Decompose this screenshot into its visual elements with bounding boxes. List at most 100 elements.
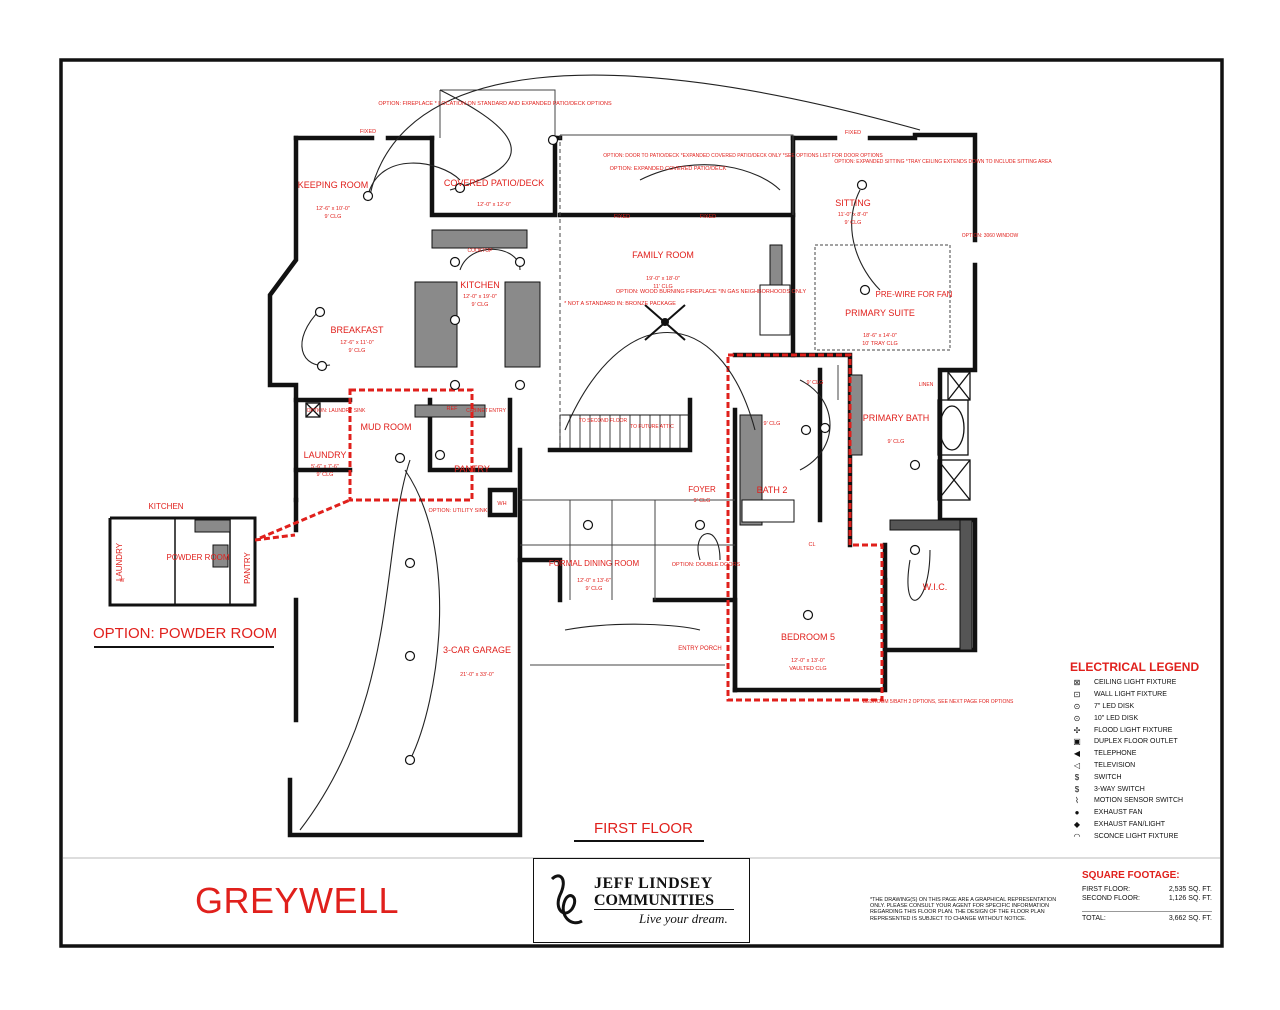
fixed-label-3: FIXED — [700, 214, 716, 220]
legend-row: ⊠CEILING LIGHT FIXTURE — [1070, 677, 1220, 689]
to-future-attic-label: TO FUTURE ATTIC — [630, 424, 674, 430]
option-sitting-note: OPTION: EXPANDED SITTING *TRAY CEILING E… — [834, 159, 1052, 165]
motion-sensor-icon: ⌇ — [1075, 796, 1079, 806]
powder-room-inset — [108, 516, 257, 607]
option-wood-fireplace-note: OPTION: WOOD BURNING FIREPLACE *IN GAS N… — [616, 289, 807, 295]
cabinet-entry-label: CABINET ENTRY — [466, 408, 506, 414]
legend-label: TELEPHONE — [1094, 750, 1137, 758]
duplex-floor-outlet-icon: ▣ — [1073, 737, 1081, 747]
logo-line1: JEFF LINDSEY — [594, 875, 713, 892]
wh-label: WH — [497, 501, 506, 507]
option-laundry-sink-note: OPTION: LAUNDRY SINK — [307, 408, 366, 414]
primary-suite-label: PRIMARY SUITE — [845, 308, 915, 318]
linen-label: LINEN — [919, 382, 934, 388]
legend-row: ◆EXHAUST FAN/LIGHT — [1070, 819, 1220, 831]
kitchen-dims: 12'-0" x 19'-0" — [463, 294, 497, 300]
fixed-label-4: FIXED — [845, 130, 861, 136]
builder-logo: JEFF LINDSEY COMMUNITIES Live your dream… — [533, 858, 750, 943]
closet-label: CL — [808, 542, 815, 548]
legend-row: ● EXHAUST FAN — [1070, 807, 1220, 819]
walls — [267, 132, 978, 838]
legend-label: EXHAUST FAN — [1094, 809, 1143, 817]
cabinetry — [414, 229, 973, 651]
fixture-symbols — [314, 134, 921, 766]
sitting-dims: 11'-0" x 8'-0" — [838, 212, 868, 218]
legend-row: ◠SCONCE LIGHT FIXTURE — [1070, 830, 1220, 842]
garage-dims: 21'-0" x 33'-0" — [460, 672, 494, 678]
powder-w-label: W — [120, 578, 125, 584]
disclaimer: *THE DRAWING(S) ON THIS PAGE ARE A GRAPH… — [870, 897, 1057, 922]
telephone-icon: ◀ — [1073, 749, 1081, 759]
primary-bath-clg: 9' CLG — [888, 439, 905, 445]
bedroom5-clg: VAULTED CLG — [789, 666, 826, 672]
legend-row: $SWITCH — [1070, 771, 1220, 783]
legend-label: 10" LED DISK — [1094, 714, 1139, 722]
bronze-note: * NOT A STANDARD IN: BRONZE PACKAGE — [564, 301, 676, 307]
option-utility-sink-note: OPTION: UTILITY SINK — [429, 508, 488, 514]
option-expanded-patio-note: OPTION: EXPANDED COVERED PATIO/DECK — [610, 166, 727, 172]
ceiling-light-icon: ⊠ — [1073, 678, 1081, 688]
led-disk-10-icon: ⊙ — [1073, 713, 1081, 723]
wall-light-icon: ⊡ — [1073, 690, 1081, 700]
fixed-label-1: FIXED — [360, 129, 376, 135]
legend-row: ✣ FLOOD LIGHT FIXTURE — [1070, 724, 1220, 736]
stair — [559, 414, 691, 451]
legend-label: FLOOD LIGHT FIXTURE — [1094, 726, 1173, 734]
total-label: TOTAL: — [1082, 915, 1106, 922]
sitting-clg: 9' CLG — [845, 220, 862, 226]
first-floor-row: FIRST FLOOR: 2,535 SQ. FT. — [1082, 885, 1212, 894]
room-labels: KEEPING ROOM 12'-6" x 10'-0" 9' CLG COVE… — [115, 101, 1052, 705]
exhaust-fan-icon: ● — [1074, 808, 1080, 818]
garage-label: 3-CAR GARAGE — [443, 645, 511, 655]
kitchen-clg: 9' CLG — [472, 302, 489, 308]
logo-monogram-icon — [550, 874, 583, 925]
interior-lines — [439, 89, 951, 666]
powder-kitchen-label: KITCHEN — [148, 502, 183, 511]
bedroom5-label: BEDROOM 5 — [781, 632, 835, 642]
family-room-clg: 11' CLG — [653, 284, 673, 290]
bedroom5-dims: 12'-0" x 13'-0" — [791, 658, 825, 664]
logo-rule — [594, 909, 734, 910]
legend-row: ⌇MOTION SENSOR SWITCH — [1070, 795, 1220, 807]
legend-label: SWITCH — [1094, 773, 1122, 781]
to-second-floor-label: TO SECOND FLOOR — [579, 418, 628, 424]
legend-label: TELEVISION — [1094, 761, 1136, 769]
floor-label: FIRST FLOOR — [594, 820, 693, 837]
breakfast-clg: 9' CLG — [349, 348, 366, 354]
laundry-label: LAUNDRY — [304, 450, 347, 460]
square-footage-title: SQUARE FOOTAGE: — [1082, 870, 1180, 881]
legend-label: 3-WAY SWITCH — [1094, 785, 1145, 793]
foyer-clg: 9' CLG — [694, 498, 711, 504]
logo-line2: COMMUNITIES — [594, 892, 715, 909]
breakfast-label: BREAKFAST — [330, 325, 384, 335]
keeping-room-clg: 9' CLG — [325, 214, 342, 220]
wic-label: W.I.C. — [923, 582, 948, 592]
option-fireplace-note: OPTION: FIREPLACE * LOCATION ON STANDARD… — [378, 101, 612, 107]
option-door-patio-note: OPTION: DOOR TO PATIO/DECK *EXPANDED COV… — [603, 153, 883, 159]
three-way-switch-icon: $ — [1074, 784, 1080, 794]
plan-name: GREYWELL — [195, 880, 400, 921]
flood-light-icon: ✣ — [1073, 725, 1081, 735]
electrical-legend: ELECTRICAL LEGEND ⊠CEILING LIGHT FIXTURE… — [1070, 660, 1220, 842]
bath2-hall-clg: 9' CLG — [807, 380, 824, 386]
option-outlines — [259, 353, 884, 702]
second-floor-row: SECOND FLOOR: 1,126 SQ. FT. — [1082, 894, 1212, 903]
legend-title: ELECTRICAL LEGEND — [1070, 660, 1200, 674]
total-value: 3,662 SQ. FT. — [1168, 915, 1212, 922]
legend-label: WALL LIGHT FIXTURE — [1094, 691, 1167, 699]
legend-row: $3-WAY SWITCH — [1070, 783, 1220, 795]
ref-label: REF — [447, 406, 459, 412]
pantry-label: PANTRY — [454, 464, 490, 474]
primary-bath-label: PRIMARY BATH — [863, 413, 930, 423]
cooktop-label: COOKTOP — [468, 248, 494, 254]
led-disk-7-icon: ⊙ — [1073, 701, 1081, 711]
legend-label: DUPLEX FLOOR OUTLET — [1094, 738, 1178, 746]
legend-label: 7" LED DISK — [1094, 702, 1135, 710]
laundry-dims: 5'-6" x 7'-6" — [311, 464, 339, 470]
prewire-fan-label: PRE-WIRE FOR FAN — [876, 290, 953, 299]
logo-tagline: Live your dream. — [639, 911, 728, 926]
legend-row: ⊙ 10" LED DISK — [1070, 712, 1220, 724]
primary-suite-clg: 10' TRAY CLG — [862, 341, 898, 347]
ceiling-fan-icon — [644, 304, 686, 341]
